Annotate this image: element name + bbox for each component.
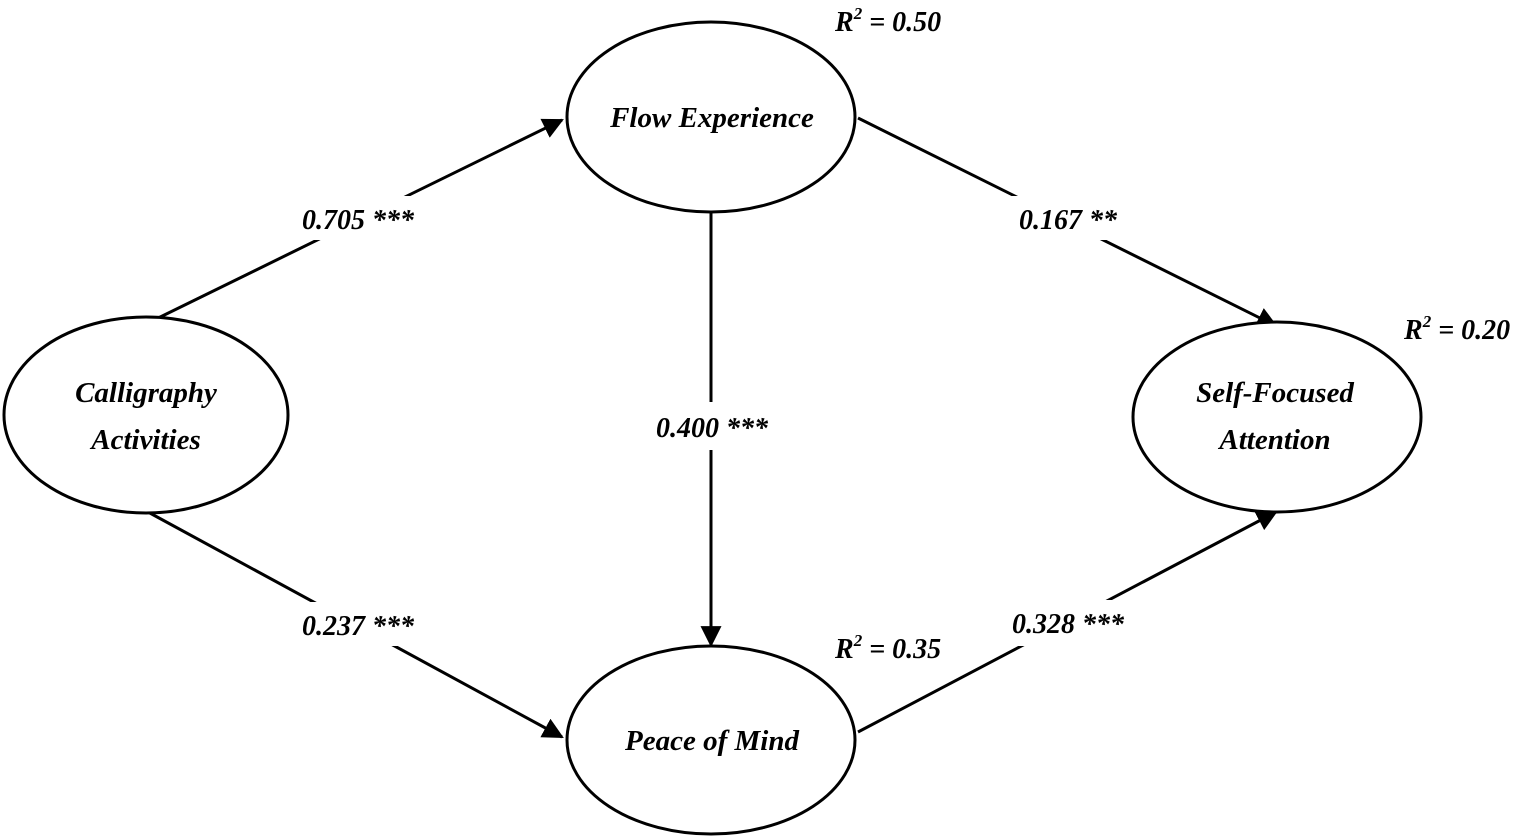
node-peace-of-mind bbox=[565, 644, 857, 836]
node-self-label-line1: Self-Focused bbox=[1196, 377, 1354, 409]
node-calligraphy-activities bbox=[2, 315, 290, 515]
node-flow-experience bbox=[565, 20, 857, 214]
node-self-label-line2: Attention bbox=[1217, 424, 1330, 456]
r-squared-self-focused: R2 = 0.20 bbox=[1403, 312, 1510, 346]
node-self-focused-attention bbox=[1131, 320, 1423, 514]
r-squared-flow: R2 = 0.50 bbox=[834, 4, 941, 38]
node-calligraphy-label-line1: Calligraphy bbox=[75, 377, 217, 409]
node-calligraphy-label-line2: Activities bbox=[89, 424, 201, 456]
r-squared-peace: R2 = 0.35 bbox=[834, 631, 941, 665]
path-coefficient-calligraphy-flow: 0.705 *** bbox=[302, 205, 415, 236]
node-flow-label: Flow Experience bbox=[609, 102, 814, 134]
path-coefficient-flow-self: 0.167 ** bbox=[1019, 205, 1118, 236]
path-coefficient-calligraphy-peace: 0.237 *** bbox=[302, 611, 415, 642]
node-peace-label: Peace of Mind bbox=[624, 725, 799, 757]
path-coefficient-peace-self: 0.328 *** bbox=[1012, 609, 1125, 640]
path-coefficient-flow-peace: 0.400 *** bbox=[656, 413, 769, 444]
